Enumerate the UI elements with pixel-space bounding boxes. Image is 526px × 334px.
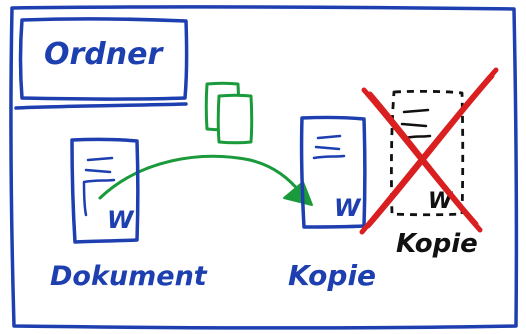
red-cross-mark	[359, 67, 499, 235]
folder-frame	[9, 5, 519, 330]
copy-icon	[204, 81, 254, 145]
copy-document-icon: W	[299, 115, 367, 229]
source-document-label: Dokument	[50, 261, 208, 292]
source-document-icon: W	[70, 137, 140, 244]
folder-label: Ordner	[44, 37, 164, 72]
rejected-copy-icon: W	[390, 89, 465, 217]
folder-label-tab: Ordner	[14, 17, 189, 110]
copy-arrow	[98, 154, 313, 206]
rejected-copy-label: Kopie	[396, 229, 478, 259]
copy-document-label: Kopie	[288, 259, 376, 292]
copy-document-word-letter: W	[334, 194, 362, 222]
source-document-word-letter: W	[107, 206, 135, 234]
